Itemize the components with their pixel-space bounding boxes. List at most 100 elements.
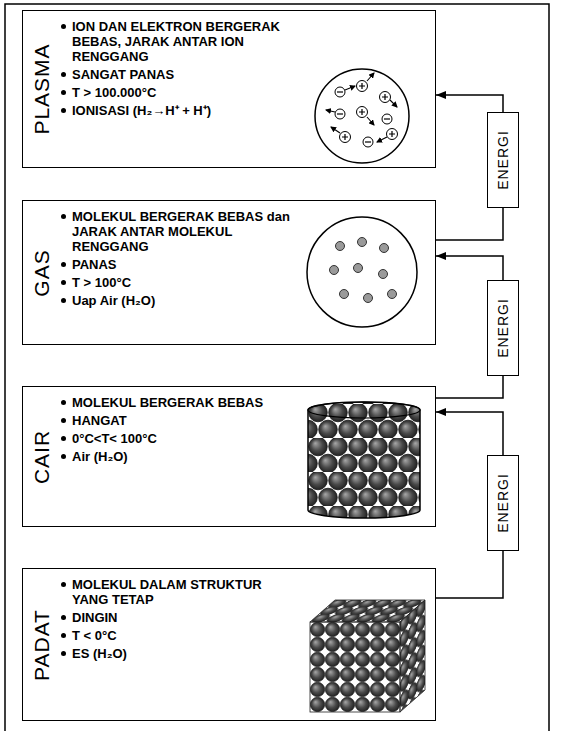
- state-box: PADAT MOLEKUL DALAM STRUKTUR YANG TETAP DI…: [22, 568, 436, 721]
- bullet-item: Air (H₂O): [61, 449, 301, 464]
- bullet-item: Uap Air (H₂O): [61, 293, 301, 308]
- bullet-list: MOLEKUL DALAM STRUKTUR YANG TETAP DINGIN T…: [61, 577, 301, 664]
- energy-connector: [436, 208, 503, 240]
- bullet-dot: [61, 633, 66, 638]
- solid-front-face: [310, 622, 400, 712]
- energy-connector: [436, 412, 503, 455]
- solid-illustration: [310, 600, 425, 712]
- motion-arrow: [345, 86, 355, 90]
- cylinder-rim: [308, 402, 420, 418]
- ion-symbol: [357, 107, 368, 118]
- bullet-item: HANGAT: [61, 413, 301, 428]
- bullet-item: SANGAT PANAS: [61, 67, 301, 82]
- property-text: HANGAT: [72, 413, 301, 428]
- property-text: ION DAN ELEKTRON BERGERAK BEBAS, JARAK A…: [72, 19, 301, 64]
- bullet-dot: [61, 298, 66, 303]
- property-text: PANAS: [72, 257, 301, 272]
- bullet-item: T < 0°C: [61, 628, 301, 643]
- ion-arrows: [326, 73, 397, 142]
- solid-side-face: [400, 600, 425, 712]
- property-text: SANGAT PANAS: [72, 67, 301, 82]
- bullet-dot: [61, 615, 66, 620]
- bullet-item: IONISASI (H₂→H⁺ + H⁺): [61, 103, 301, 118]
- property-text: 0°C<T< 100°C: [72, 431, 301, 446]
- bullet-item: MOLEKUL BERGERAK BEBAS dan JARAK ANTAR M…: [61, 209, 301, 254]
- property-text: MOLEKUL BERGERAK BEBAS: [72, 395, 301, 410]
- bullet-dot: [61, 72, 66, 77]
- energy-connector: [436, 376, 503, 398]
- bullet-dot: [61, 418, 66, 423]
- bullet-item: MOLEKUL DALAM STRUKTUR YANG TETAP: [61, 577, 301, 607]
- ion-symbol: [340, 132, 351, 143]
- state-box: CAIRMOLEKUL BERGERAK BEBASHANGAT0°C<T< 1…: [22, 386, 436, 527]
- energy-label: ENERGI: [495, 298, 511, 358]
- property-text: MOLEKUL DALAM STRUKTUR YANG TETAP: [72, 577, 301, 607]
- property-text: MOLEKUL BERGERAK BEBAS dan JARAK ANTAR M…: [72, 209, 301, 254]
- bullet-dot: [61, 90, 66, 95]
- energy-label: ENERGI: [495, 130, 511, 190]
- gas-molecule: [380, 244, 389, 253]
- cylinder-outline: [308, 402, 420, 518]
- property-text: T > 100°C: [72, 275, 301, 290]
- property-text: IONISASI (H₂→H⁺ + H⁺): [72, 103, 301, 118]
- gas-circle: [307, 217, 417, 327]
- gas-molecule: [388, 290, 397, 299]
- state-label: GAS: [30, 249, 54, 296]
- energy-box: ENERGI: [487, 112, 519, 208]
- bullet-item: ES (H₂O): [61, 646, 301, 661]
- motion-arrow: [390, 100, 397, 107]
- electron-symbol: [382, 114, 392, 124]
- state-box: GAS MOLEKUL BERGERAK BEBAS dan JARAK ANTA…: [22, 200, 436, 345]
- gas-molecule: [364, 294, 373, 303]
- property-text: Air (H₂O): [72, 449, 301, 464]
- liquid-illustration: [300, 398, 428, 522]
- ion-symbol: [387, 129, 398, 140]
- gas-molecule: [358, 238, 367, 247]
- electron-symbol: [363, 137, 373, 147]
- gas-molecule: [340, 290, 349, 299]
- property-text: Uap Air (H₂O): [72, 293, 301, 308]
- bullet-list: ION DAN ELEKTRON BERGERAK BEBAS, JARAK A…: [61, 19, 301, 121]
- state-label: PLASMA: [30, 43, 54, 134]
- gas-molecule: [354, 264, 363, 273]
- state-box: PLASMA ION DAN ELEKTRON BERGERAK BEBAS, J…: [22, 10, 436, 168]
- property-text: T > 100.000°C: [72, 85, 301, 100]
- bullet-item: T > 100°C: [61, 275, 301, 290]
- bullet-dot: [61, 262, 66, 267]
- motion-arrow: [326, 110, 335, 112]
- motion-arrow: [331, 127, 340, 133]
- page-frame: [5, 4, 549, 731]
- motion-arrow: [367, 73, 374, 81]
- bullet-item: 0°C<T< 100°C: [61, 431, 301, 446]
- energy-connector: [436, 95, 503, 112]
- energy-box: ENERGI: [487, 455, 519, 551]
- liquid-molecules: [300, 398, 428, 522]
- energy-label: ENERGI: [495, 473, 511, 533]
- gas-molecule: [379, 270, 388, 279]
- bullet-item: MOLEKUL BERGERAK BEBAS: [61, 395, 301, 410]
- plasma-illustration: [315, 69, 409, 163]
- bullet-list: MOLEKUL BERGERAK BEBAS HANGAT 0°C<T< 100°C…: [61, 395, 301, 467]
- bullet-item: ION DAN ELEKTRON BERGERAK BEBAS, JARAK A…: [61, 19, 301, 64]
- gas-illustration: [307, 217, 417, 327]
- energy-box: ENERGI: [487, 280, 519, 376]
- motion-arrow: [377, 137, 387, 142]
- bullet-dot: [61, 24, 66, 29]
- plasma-circle: [315, 69, 409, 163]
- bullet-item: DINGIN: [61, 610, 301, 625]
- electron-symbol: [335, 109, 345, 119]
- bullet-dot: [61, 454, 66, 459]
- gas-molecule: [330, 266, 339, 275]
- ion-symbol: [357, 81, 368, 92]
- motion-arrow: [367, 117, 374, 125]
- state-label: PADAT: [30, 609, 54, 681]
- bullet-dot: [61, 280, 66, 285]
- property-text: T < 0°C: [72, 628, 301, 643]
- ion-symbol: [380, 92, 391, 103]
- gas-molecule: [336, 242, 345, 251]
- property-text: ES (H₂O): [72, 646, 301, 661]
- bullet-dot: [61, 582, 66, 587]
- energy-connector: [436, 551, 503, 598]
- bullet-dot: [61, 651, 66, 656]
